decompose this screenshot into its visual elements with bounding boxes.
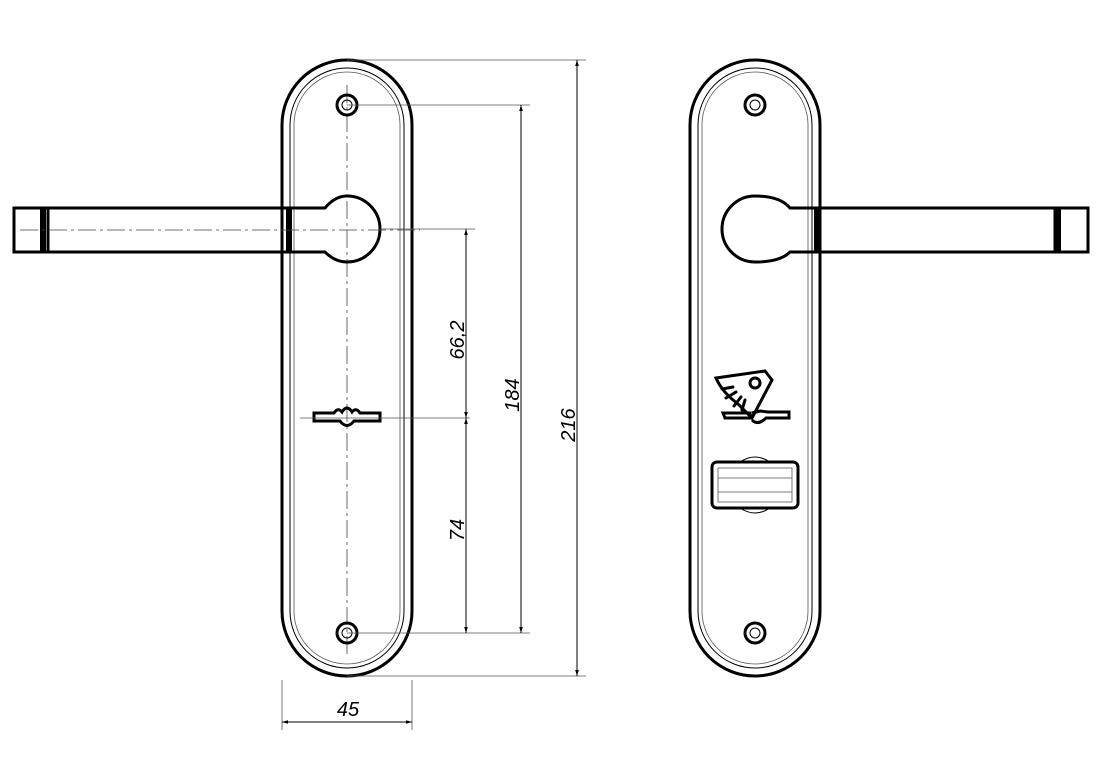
shower-key-icon xyxy=(713,369,791,425)
dimension-label-216: 216 xyxy=(558,407,580,442)
keyhole-icon xyxy=(300,406,470,427)
dimension-label-66-2: 66,2 xyxy=(447,321,469,360)
dimension-lines xyxy=(281,59,586,730)
right-backplate xyxy=(688,58,822,678)
dimension-label-184: 184 xyxy=(502,378,524,411)
thumb-turn-knob xyxy=(710,456,800,514)
left-handle-view: 66,2 74 184 216 45 xyxy=(12,58,586,730)
lever-handle xyxy=(12,194,420,264)
lever-handle xyxy=(720,194,1090,264)
dimension-label-45: 45 xyxy=(337,699,360,721)
dimension-label-74: 74 xyxy=(447,519,469,541)
right-handle-view xyxy=(688,58,1090,678)
screw-hole-icon xyxy=(743,621,767,645)
screw-hole-icon xyxy=(743,93,767,117)
